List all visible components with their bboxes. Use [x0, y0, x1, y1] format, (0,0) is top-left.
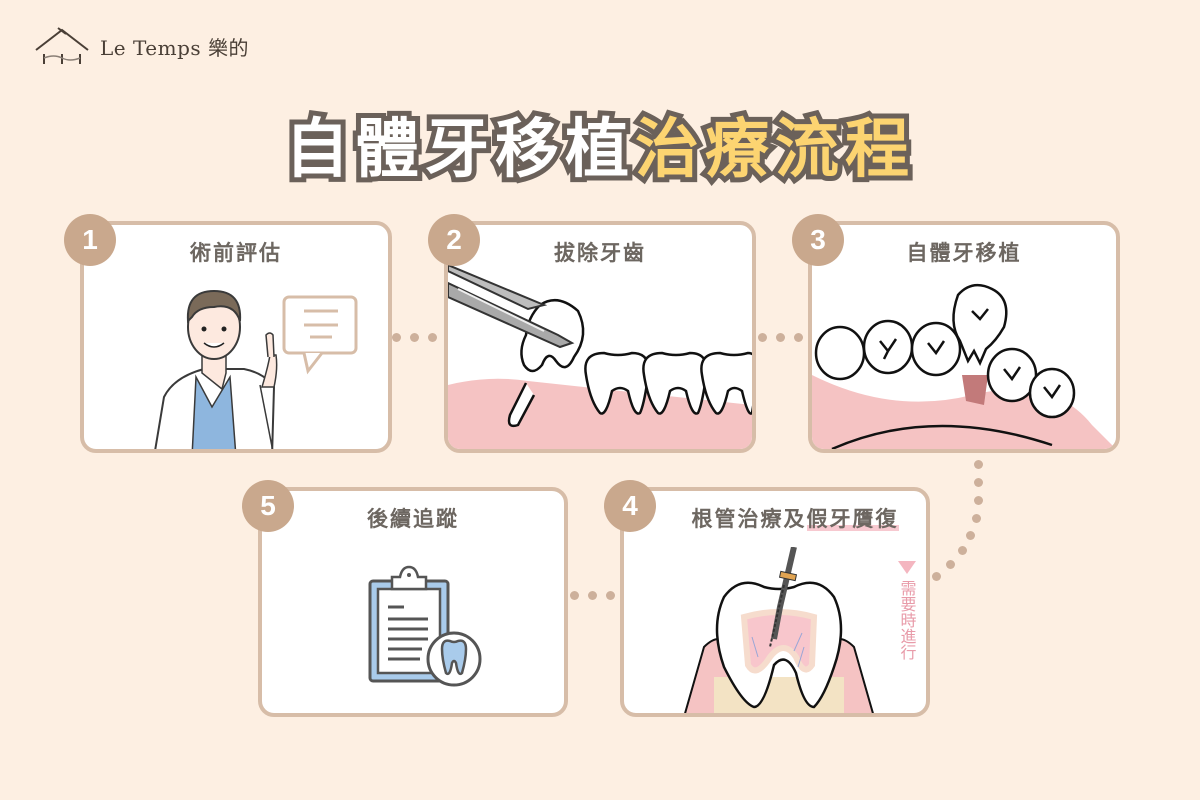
- page-title: 自體牙移植治療流程: [0, 98, 1200, 192]
- brand-logo: Le Temps 樂的: [34, 26, 249, 66]
- step-5-title: 後續追蹤: [367, 507, 459, 531]
- doctor-illustration-icon: [144, 277, 364, 449]
- step-4-title-highlight: 假牙贋復: [806, 507, 899, 531]
- title-part-1: 自體牙移植: [280, 108, 635, 192]
- brand-name: Le Temps 樂的: [100, 35, 249, 60]
- tooth-transplant-illustration-icon: [812, 275, 1116, 449]
- optional-note: 需要時進行: [896, 561, 918, 665]
- step-5-card: 後續追蹤: [258, 487, 568, 717]
- step-4-title: 根管治療及假牙贋復: [624, 503, 926, 533]
- title-part-2: 治療流程: [630, 108, 915, 192]
- step-2-title: 拔除牙齒: [554, 241, 646, 265]
- step-2-badge: 2: [428, 214, 480, 266]
- step-1-card: 術前評估: [80, 221, 392, 453]
- clipboard-tooth-icon: [362, 563, 492, 693]
- triangle-down-icon: [898, 561, 916, 574]
- step-4-title-main: 根管治療及: [691, 507, 807, 531]
- root-canal-illustration-icon: [684, 547, 874, 713]
- optional-note-text: 需要時進行: [897, 580, 917, 660]
- step-3-title: 自體牙移植: [906, 241, 1022, 265]
- tooth-extraction-illustration-icon: [448, 265, 752, 449]
- step-1-badge: 1: [64, 214, 116, 266]
- step-3-badge: 3: [792, 214, 844, 266]
- step-3-card: 自體牙移植: [808, 221, 1120, 453]
- step-5-badge: 5: [242, 480, 294, 532]
- step-2-card: 拔除牙齒: [444, 221, 756, 453]
- step-4-card: 根管治療及假牙贋復 需要時進行: [620, 487, 930, 717]
- house-logo-icon: [34, 26, 90, 66]
- step-4-badge: 4: [604, 480, 656, 532]
- step-1-title: 術前評估: [190, 241, 282, 265]
